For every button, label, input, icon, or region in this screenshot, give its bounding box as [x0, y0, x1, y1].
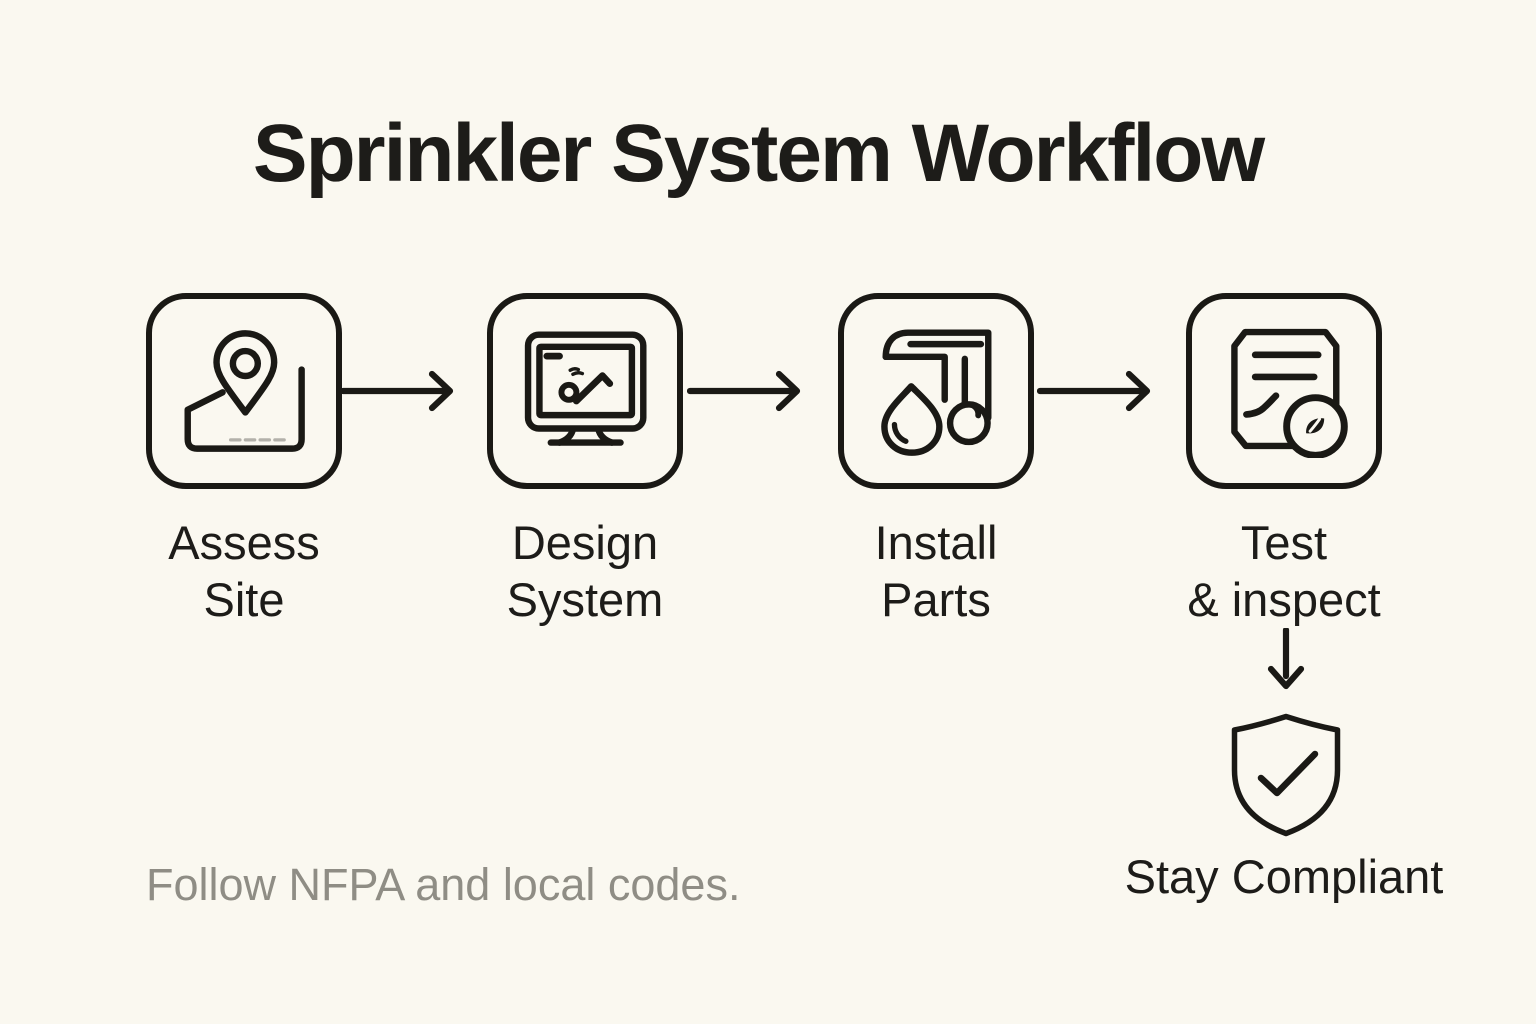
step-box-design-system	[487, 293, 683, 489]
inspection-report-icon	[1231, 328, 1348, 458]
result-label-stay-compliant: Stay Compliant	[1094, 848, 1474, 905]
step-label-line: Assess	[168, 516, 320, 569]
map-pin-icon	[184, 330, 305, 452]
pipe-droplet-icon	[881, 329, 992, 456]
step-label-line: Install	[874, 516, 998, 569]
footnote-text: Follow NFPA and local codes.	[146, 859, 741, 910]
step-label-test-inspect: Test & inspect	[1094, 514, 1474, 628]
step-label-install-parts: Install Parts	[746, 514, 1126, 628]
diagram-title: Sprinkler System Workflow	[252, 108, 1265, 199]
arrow-down-icon	[1267, 628, 1305, 690]
step-box-assess-site	[146, 293, 342, 489]
step-box-test-inspect	[1186, 293, 1382, 489]
arrow-right-icon	[340, 370, 454, 412]
step-label-line: Design	[511, 516, 659, 569]
shield-check-icon	[1231, 713, 1341, 837]
step-label-line: Test	[1240, 516, 1328, 569]
monitor-design-icon	[524, 331, 647, 446]
arrow-right-icon	[1037, 370, 1151, 412]
arrow-right-icon	[687, 370, 801, 412]
step-label-design-system: Design System	[395, 514, 775, 628]
result-label-line: Compliant	[1231, 850, 1444, 903]
step-label-assess-site: Assess Site	[54, 514, 434, 628]
step-box-install-parts	[838, 293, 1034, 489]
result-badge	[1228, 710, 1344, 845]
step-label-line: Parts	[881, 573, 991, 626]
step-label-line: System	[506, 573, 664, 626]
result-label-line: Stay	[1124, 850, 1219, 903]
step-label-line: Site	[203, 573, 285, 626]
step-label-line: & inspect	[1187, 573, 1381, 626]
